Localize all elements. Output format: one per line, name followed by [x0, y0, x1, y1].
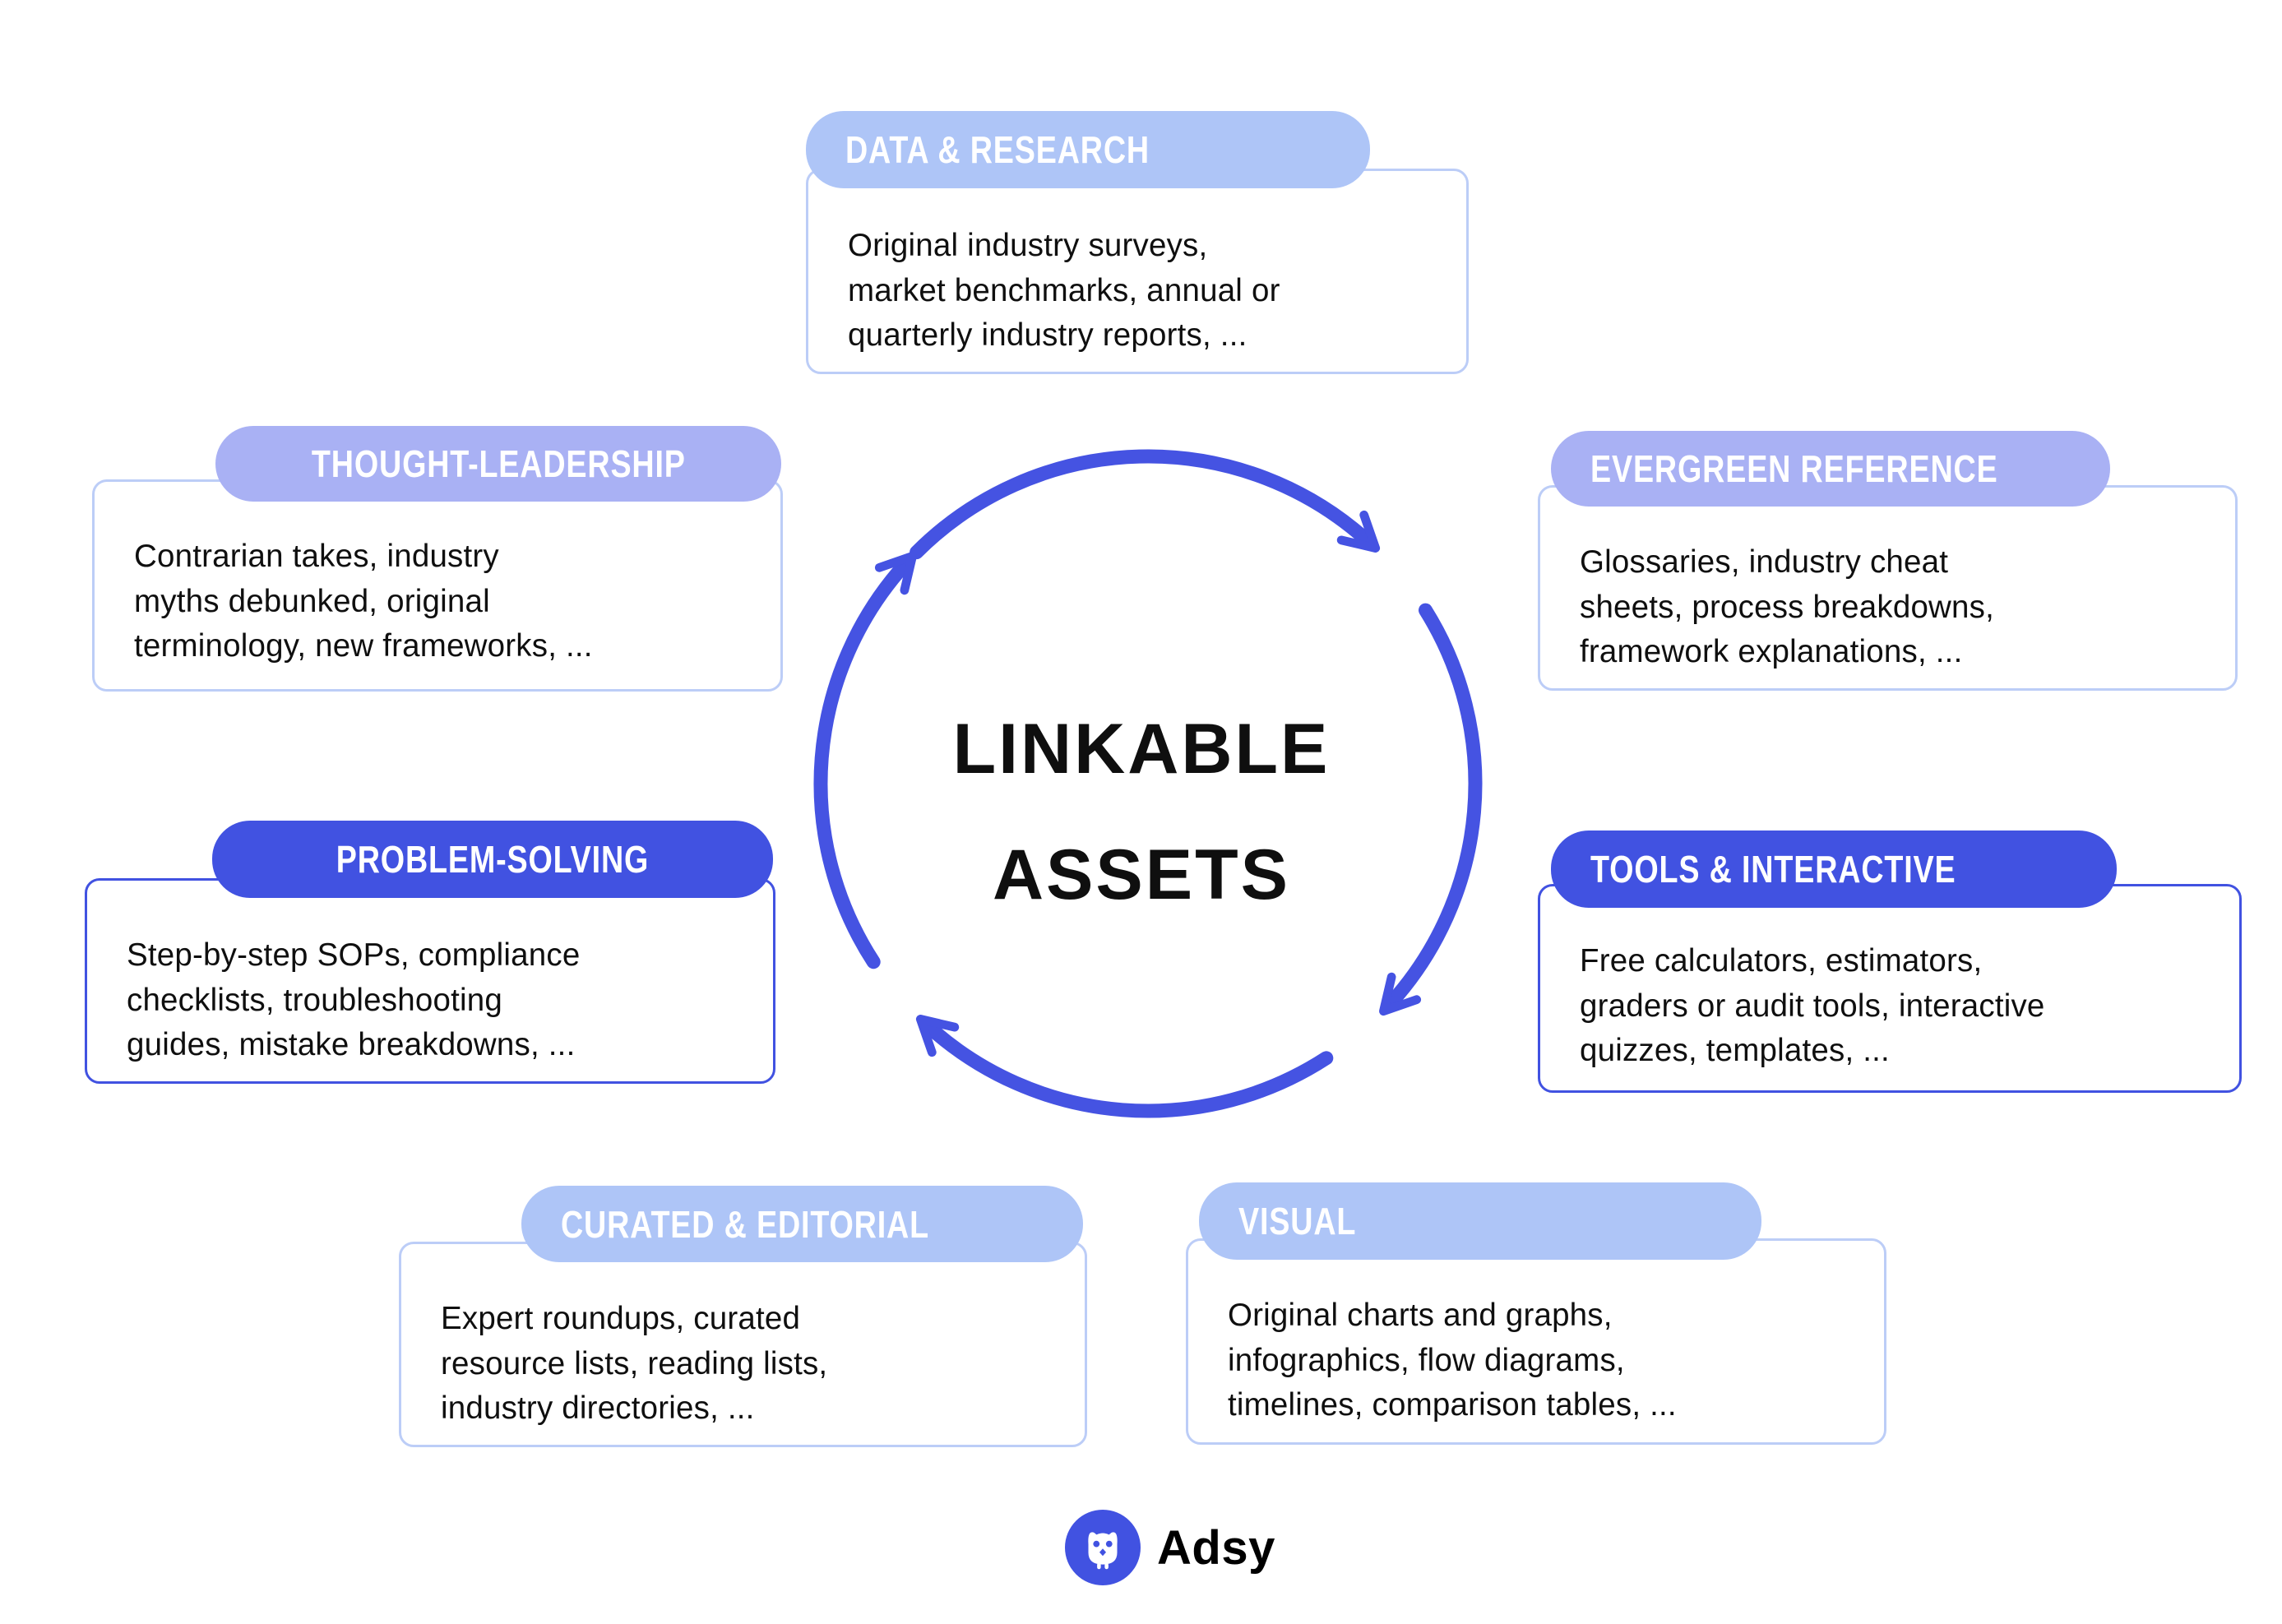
card-text: Free calculators, estimators, graders or…: [1580, 943, 2045, 1069]
card-visual: Original charts and graphs, infographics…: [1186, 1238, 1886, 1445]
center-title: LINKABLE ASSETS: [952, 710, 1331, 915]
cycle-arc-top: [910, 449, 1381, 560]
cycle-arc-bottom: [915, 1015, 1334, 1118]
card-data-research: Original industry surveys, market benchm…: [806, 169, 1469, 374]
header-evergreen-reference: EVERGREEN REFERENCE: [1551, 431, 2110, 507]
card-thought-leadership: Contrarian takes, industry myths debunke…: [92, 479, 783, 692]
card-problem-solving: Step-by-step SOPs, compliance checklists…: [85, 878, 775, 1084]
card-text: Expert roundups, curated resource lists,…: [441, 1301, 828, 1427]
header-curated-editorial: CURATED & EDITORIAL: [521, 1186, 1083, 1262]
header-data-research: DATA & RESEARCH: [806, 111, 1370, 188]
header-label: VISUAL: [1238, 1200, 1357, 1242]
card-evergreen-reference: Glossaries, industry cheat sheets, proce…: [1538, 485, 2238, 691]
card-curated-editorial: Expert roundups, curated resource lists,…: [399, 1242, 1087, 1447]
owl-icon: [1088, 1532, 1118, 1570]
header-label: CURATED & EDITORIAL: [561, 1202, 929, 1246]
header-label: DATA & RESEARCH: [845, 128, 1150, 171]
header-label: EVERGREEN REFERENCE: [1590, 447, 1998, 490]
header-label: PROBLEM-SOLVING: [336, 838, 650, 881]
header-label: THOUGHT-LEADERSHIP: [311, 442, 686, 485]
header-tools-interactive: TOOLS & INTERACTIVE: [1551, 831, 2117, 908]
header-thought-leadership: THOUGHT-LEADERSHIP: [215, 426, 781, 502]
cycle-arrows-icon: [813, 449, 1483, 1118]
brand-name: Adsy: [1157, 1520, 1275, 1575]
header-problem-solving: PROBLEM-SOLVING: [212, 821, 773, 898]
card-text: Step-by-step SOPs, compliance checklists…: [127, 937, 581, 1063]
card-text: Glossaries, industry cheat sheets, proce…: [1580, 544, 1995, 670]
card-text: Original charts and graphs, infographics…: [1228, 1298, 1677, 1423]
brand-badge: [1065, 1510, 1141, 1585]
header-label: TOOLS & INTERACTIVE: [1590, 848, 1956, 891]
card-text: Contrarian takes, industry myths debunke…: [134, 539, 593, 664]
brand-logo: Adsy: [1065, 1510, 1275, 1585]
cycle-arc-left: [813, 551, 917, 969]
card-tools-interactive: Free calculators, estimators, graders or…: [1538, 884, 2242, 1093]
card-text: Original industry surveys, market benchm…: [848, 228, 1280, 354]
cycle-arc-right: [1379, 603, 1483, 1016]
header-visual: VISUAL: [1199, 1182, 1761, 1260]
